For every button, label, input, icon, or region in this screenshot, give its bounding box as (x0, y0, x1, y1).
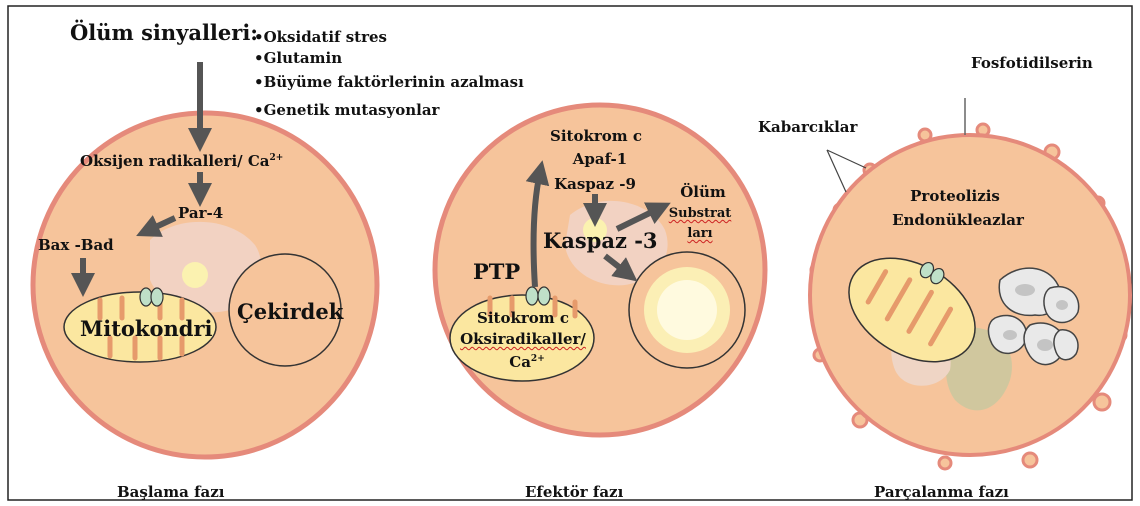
label-ptp: PTP (473, 261, 520, 282)
label-caspase3: Kaspaz -3 (543, 230, 658, 251)
signal-glutamine: •Glutamin (254, 51, 342, 66)
caption-start-phase: Başlama fazı (117, 485, 224, 500)
label-oxygen-radicals: Oksijen radikalleri/ Ca2+ (80, 154, 283, 169)
label-substrates-suffix: ları (687, 227, 712, 240)
caption-degradation-phase: Parçalanma fazı (874, 485, 1009, 500)
label-substrates: Substrat (669, 207, 732, 220)
vacuole (182, 262, 208, 288)
label-mito-cytochrome-c: Sitokrom c (477, 311, 569, 326)
label-apaf1: Apaf-1 (573, 152, 627, 167)
signal-oxidative-stress: •Oksidatif stres (254, 30, 387, 45)
cell-start-phase (33, 62, 377, 457)
death-signals-title: Ölüm sinyalleri: (70, 22, 258, 43)
label-proteolysis: Proteolizis (910, 189, 1000, 204)
leader-kabar-1 (827, 150, 866, 168)
label-endonucleases: Endonükleazlar (892, 213, 1024, 228)
signal-genetic-mutations: •Genetik mutasyonlar (254, 103, 439, 118)
label-par4: Par-4 (178, 206, 223, 221)
leader-kabar-2 (827, 150, 846, 192)
label-caspase9: Kaspaz -9 (554, 177, 636, 192)
label-nucleus: Çekirdek (237, 301, 343, 322)
caption-effector-phase: Efektör fazı (525, 485, 623, 500)
label-cytochrome-c: Sitokrom c (550, 129, 642, 144)
label-death: Ölüm (680, 185, 726, 200)
cell-degradation-phase (810, 98, 1130, 469)
label-bax-bad: Bax -Bad (38, 238, 114, 253)
signal-growth-factors: •Büyüme faktörlerinin azalması (254, 75, 524, 90)
label-mito-calcium: Ca2+ (509, 355, 544, 370)
label-mitochondria: Mitokondri (80, 318, 212, 339)
label-mito-oxyradicals: Oksiradikaller/ (460, 332, 586, 347)
label-blebs: Kabarcıklar (758, 120, 857, 135)
nucleus-core (657, 280, 717, 340)
label-phosphatidylserine: Fosfotidilserin (971, 56, 1093, 71)
